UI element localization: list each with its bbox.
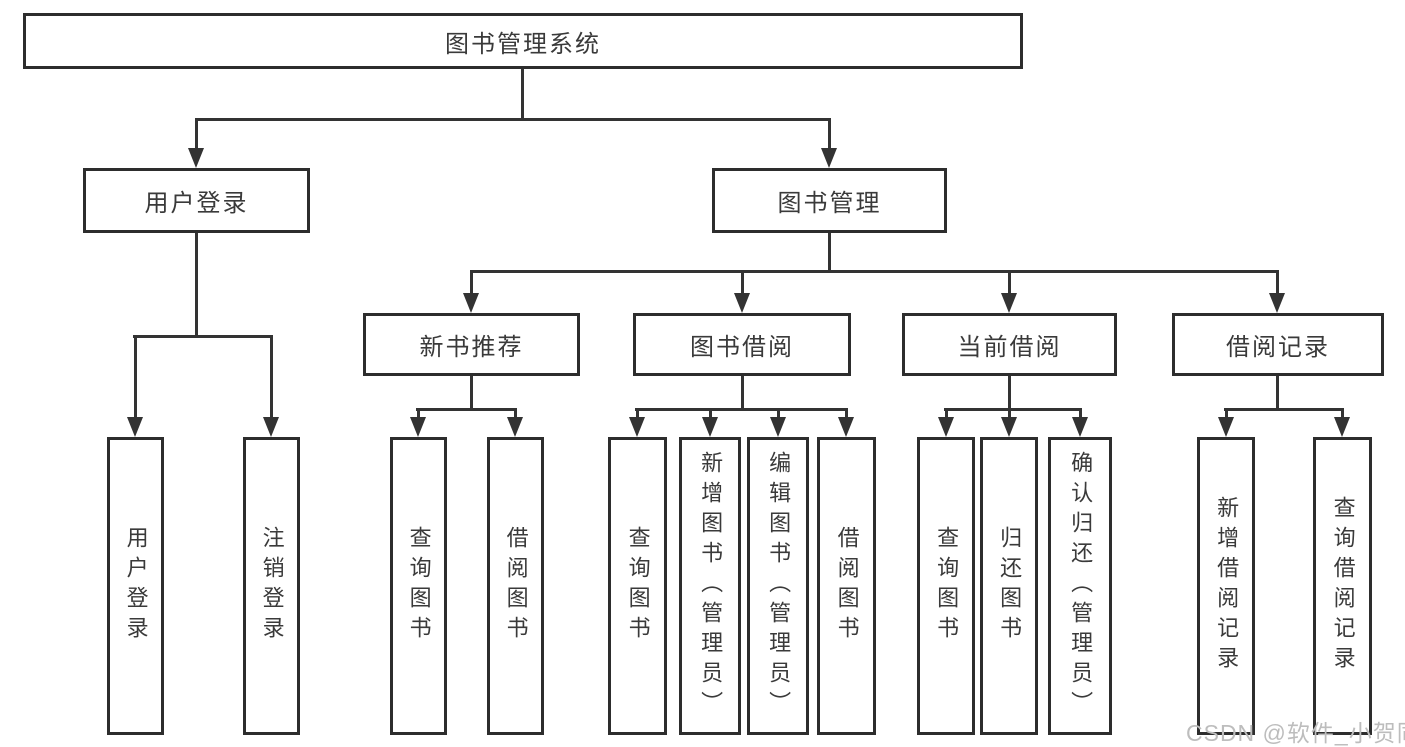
box-user-login: 用户登录 (83, 168, 310, 233)
box-new-book-recommend: 新书推荐 (363, 313, 580, 376)
connector-g3-stem (741, 376, 744, 408)
arrowhead-g4-3 (1072, 417, 1088, 437)
box-leaf-borrow-books-recommend: 借阅图书 (487, 437, 544, 735)
arrowhead-g3-2 (702, 417, 718, 437)
arrowhead-g5-1 (1218, 417, 1234, 437)
connector-root-stem (521, 69, 524, 118)
box-leaf-borrow-books: 借阅图书 (817, 437, 876, 735)
arrowhead-g3-3 (770, 417, 786, 437)
connector-g5-drop-2 (1341, 411, 1344, 417)
connector-g3-drop-4 (845, 411, 848, 417)
connector-g1-drop-1 (134, 338, 137, 417)
connector-g2-drop-1 (417, 411, 420, 417)
leaf-label: 用户登录 (123, 526, 149, 646)
box-leaf-query-books-current: 查询图书 (917, 437, 975, 735)
box-borrow-records: 借阅记录 (1172, 313, 1384, 376)
connector-g1-rail (133, 335, 273, 338)
box-leaf-query-borrow-record: 查询借阅记录 (1313, 437, 1372, 735)
connector-g2-stem (470, 376, 473, 408)
leaf-label: 编辑图书（管理员） (766, 451, 792, 721)
arrowhead-g1-2 (263, 417, 279, 437)
leaf-label: 查询图书 (625, 526, 651, 646)
leaf-label: 借阅图书 (503, 526, 529, 646)
connector-g3-drop-2 (709, 411, 712, 417)
connector-g4-drop-1 (945, 411, 948, 417)
arrowhead-g3-4 (838, 417, 854, 437)
box-book-borrow: 图书借阅 (633, 313, 851, 376)
connector-drop-user-login (195, 121, 198, 148)
arrowhead-g2-1 (410, 417, 426, 437)
leaf-label: 归还图书 (997, 526, 1023, 646)
box-leaf-logout: 注销登录 (243, 437, 300, 735)
box-leaf-edit-books-admin: 编辑图书（管理员） (747, 437, 809, 735)
connector-g4-rail (944, 408, 1082, 411)
box-leaf-query-books-borrow: 查询图书 (608, 437, 667, 735)
connector-g4-drop-2 (1008, 411, 1011, 417)
box-leaf-confirm-return-admin: 确认归还（管理员） (1048, 437, 1112, 735)
box-current-borrow: 当前借阅 (902, 313, 1117, 376)
box-leaf-add-books-admin: 新增图书（管理员） (679, 437, 741, 735)
connector-g3-drop-1 (636, 411, 639, 417)
arrowhead-current-borrow (1001, 293, 1017, 313)
arrowhead-g2-2 (507, 417, 523, 437)
box-book-management: 图书管理 (712, 168, 947, 233)
connector-g3-rail (635, 408, 848, 411)
connector-level3-rail (470, 270, 1279, 273)
leaf-label: 确认归还（管理员） (1068, 451, 1094, 721)
connector-g5-rail (1224, 408, 1344, 411)
arrowhead-borrow-records (1269, 293, 1285, 313)
connector-g1-stem (195, 233, 198, 335)
connector-drop-new-book-recommend (470, 273, 473, 293)
arrowhead-g1-1 (127, 417, 143, 437)
arrowhead-g4-2 (1001, 417, 1017, 437)
connector-drop-current-borrow (1008, 273, 1011, 293)
csdn-watermark: CSDN @软件_小贺同学 (1186, 720, 1405, 746)
connector-g5-drop-1 (1225, 411, 1228, 417)
leaf-label: 新增图书（管理员） (698, 451, 724, 721)
connector-g4-drop-3 (1079, 411, 1082, 417)
connector-drop-book-borrow (741, 273, 744, 293)
leaf-label: 注销登录 (259, 526, 285, 646)
leaf-label: 查询图书 (406, 526, 432, 646)
connector-drop-book-management (828, 121, 831, 148)
connector-g5-stem (1276, 376, 1279, 408)
arrowhead-g4-1 (938, 417, 954, 437)
box-root: 图书管理系统 (23, 13, 1023, 69)
box-leaf-return-books: 归还图书 (980, 437, 1038, 735)
connector-g3-drop-3 (777, 411, 780, 417)
leaf-label: 查询图书 (934, 526, 960, 646)
connector-g2-rail (416, 408, 517, 411)
arrowhead-new-book-recommend (463, 293, 479, 313)
leaf-label: 借阅图书 (834, 526, 860, 646)
box-leaf-add-borrow-record: 新增借阅记录 (1197, 437, 1255, 735)
connector-g2-drop-2 (514, 411, 517, 417)
arrowhead-g5-2 (1334, 417, 1350, 437)
box-leaf-query-books-recommend: 查询图书 (390, 437, 447, 735)
connector-level2-rail (195, 118, 831, 121)
box-leaf-user-login: 用户登录 (107, 437, 164, 735)
arrowhead-book-borrow (734, 293, 750, 313)
arrowhead-g3-1 (629, 417, 645, 437)
arrowhead-user-login (188, 148, 204, 168)
connector-g1-drop-2 (270, 338, 273, 417)
connector-g4-stem (1008, 376, 1011, 408)
leaf-label: 新增借阅记录 (1214, 496, 1240, 676)
arrowhead-book-management (821, 148, 837, 168)
connector-book-management-stem (828, 233, 831, 270)
connector-drop-borrow-records (1276, 273, 1279, 293)
leaf-label: 查询借阅记录 (1330, 496, 1356, 676)
